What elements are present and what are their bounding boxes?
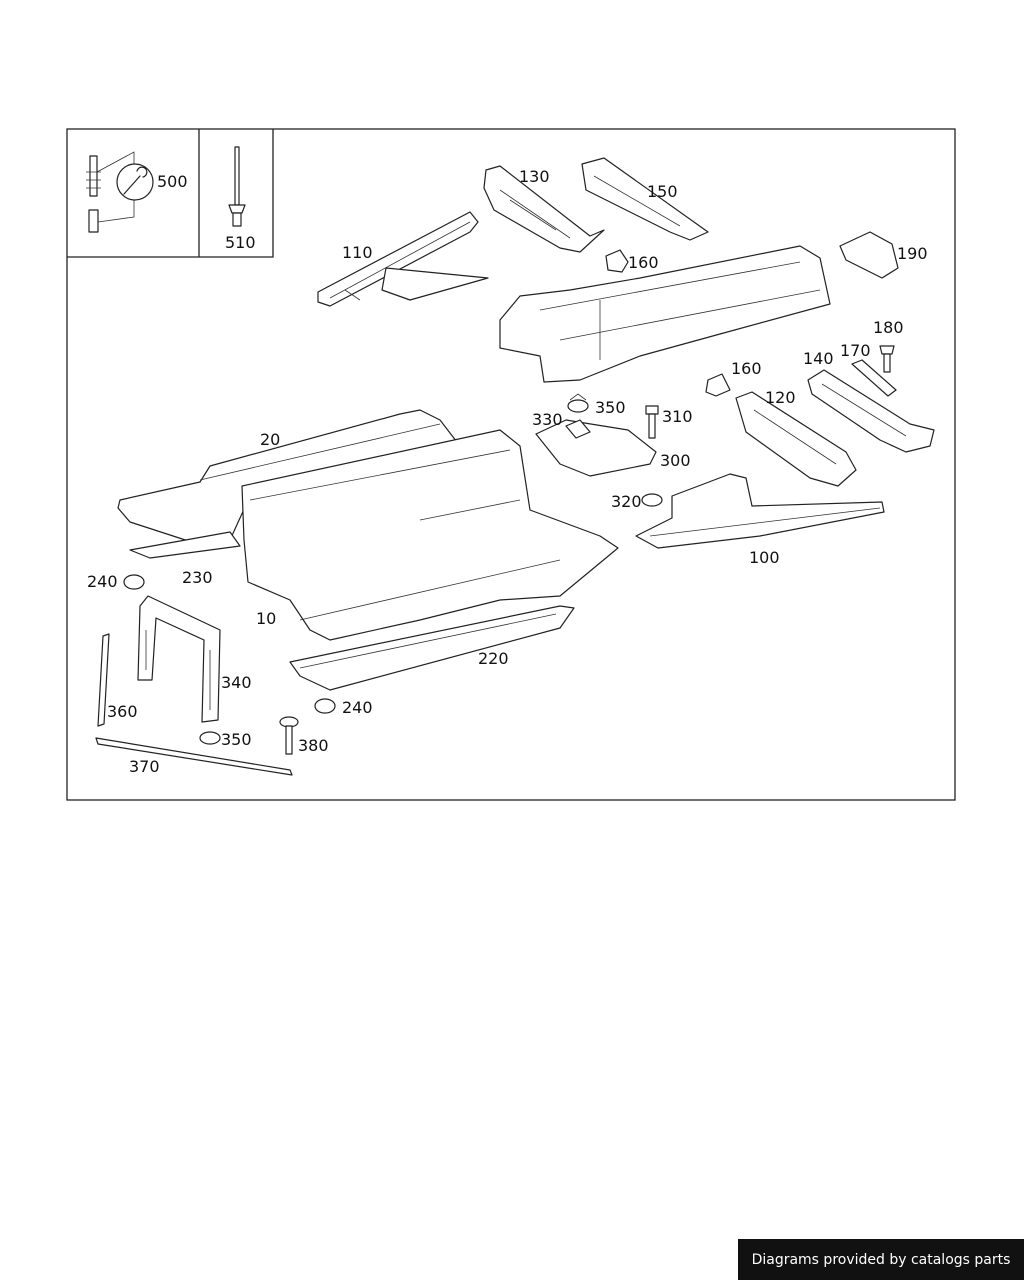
part-130-drawing <box>483 165 605 253</box>
part-label-300: 300 <box>660 451 691 470</box>
wrench-icon <box>116 163 154 201</box>
part-160-clip-lower-drawing <box>705 373 731 397</box>
tunnel-assembly-drawing <box>499 245 831 383</box>
part-350-nut-upper-drawing <box>567 393 589 413</box>
part-label-330: 330 <box>532 410 563 429</box>
credit-banner: Diagrams provided by catalogs parts <box>738 1239 1024 1280</box>
part-label-120: 120 <box>765 388 796 407</box>
part-120-drawing <box>735 391 857 487</box>
part-160-clip-drawing <box>605 249 629 273</box>
part-300-bracket-drawing <box>535 419 657 477</box>
part-150-drawing <box>581 157 709 241</box>
part-label-240-right: 240 <box>342 698 373 717</box>
part-label-360: 360 <box>107 702 138 721</box>
part-310-bolt-drawing <box>645 405 659 439</box>
part-label-180: 180 <box>873 318 904 337</box>
part-label-160-upper: 160 <box>628 253 659 272</box>
part-label-160-lower: 160 <box>731 359 762 378</box>
part-100-drawing <box>635 473 885 549</box>
part-label-110: 110 <box>342 243 373 262</box>
part-140-drawing <box>807 369 935 453</box>
part-label-350-lower: 350 <box>221 730 252 749</box>
part-360-strip-drawing <box>97 633 110 727</box>
part-110-drawing <box>317 211 489 307</box>
part-170-drawing <box>851 359 897 397</box>
part-340-frame-drawing <box>137 595 221 723</box>
part-label-370: 370 <box>129 757 160 776</box>
part-label-350-upper: 350 <box>595 398 626 417</box>
part-380-bolt-drawing <box>279 716 299 755</box>
part-label-220: 220 <box>478 649 509 668</box>
part-label-310: 310 <box>662 407 693 426</box>
part-label-510: 510 <box>225 233 256 252</box>
part-label-340: 340 <box>221 673 252 692</box>
legend-frame <box>67 129 274 258</box>
part-label-500: 500 <box>157 172 188 191</box>
part-180-bolt-drawing <box>879 345 895 373</box>
part-label-320: 320 <box>611 492 642 511</box>
diagram-frame <box>66 128 956 801</box>
part-190-drawing <box>839 231 899 279</box>
part-label-140: 140 <box>803 349 834 368</box>
part-label-20: 20 <box>260 430 280 449</box>
part-220-drawing <box>289 605 575 691</box>
rivet-icon <box>228 146 246 227</box>
part-label-170: 170 <box>840 341 871 360</box>
part-240-nut-left-drawing <box>123 574 145 590</box>
part-label-130: 130 <box>519 167 550 186</box>
part-10-floor-drawing <box>241 429 619 641</box>
part-240-nut-right-drawing <box>314 698 336 714</box>
part-label-150: 150 <box>647 182 678 201</box>
part-label-10: 10 <box>256 609 276 628</box>
part-370-strip-drawing <box>95 737 293 776</box>
part-label-240-left: 240 <box>87 572 118 591</box>
part-320-nut-drawing <box>641 493 663 507</box>
part-label-190: 190 <box>897 244 928 263</box>
part-label-230: 230 <box>182 568 213 587</box>
part-label-100: 100 <box>749 548 780 567</box>
part-label-380: 380 <box>298 736 329 755</box>
part-350-nut-lower-drawing <box>199 731 221 745</box>
